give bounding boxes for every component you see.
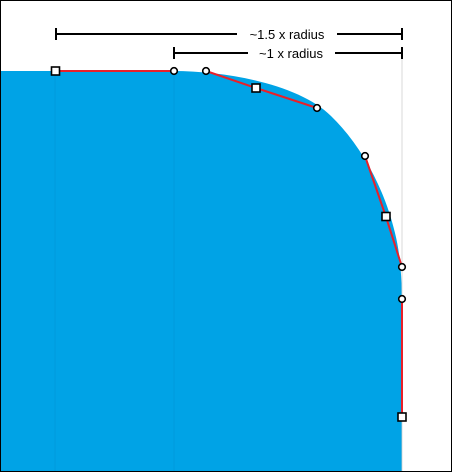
handle-point: [169, 66, 179, 76]
dimension-1-radius: ~1 x radius: [173, 46, 403, 61]
anchor-point: [397, 412, 407, 422]
label-1-radius: ~1 x radius: [259, 46, 323, 61]
handle-point: [312, 103, 322, 113]
anchor-point: [50, 66, 61, 76]
anchor-point: [251, 83, 261, 93]
anchor-point: [381, 211, 391, 222]
anchor-points: [50, 66, 407, 422]
label-1-5-radius: ~1.5 x radius: [250, 27, 325, 42]
dimension-1-5-radius: ~1.5 x radius: [55, 27, 403, 42]
control-handles: [169, 66, 407, 304]
handle-point: [397, 294, 407, 304]
handle-point: [397, 262, 407, 272]
handle-point: [360, 151, 370, 161]
handle-point: [201, 66, 211, 76]
rounded-corner-shape: [1, 71, 403, 471]
